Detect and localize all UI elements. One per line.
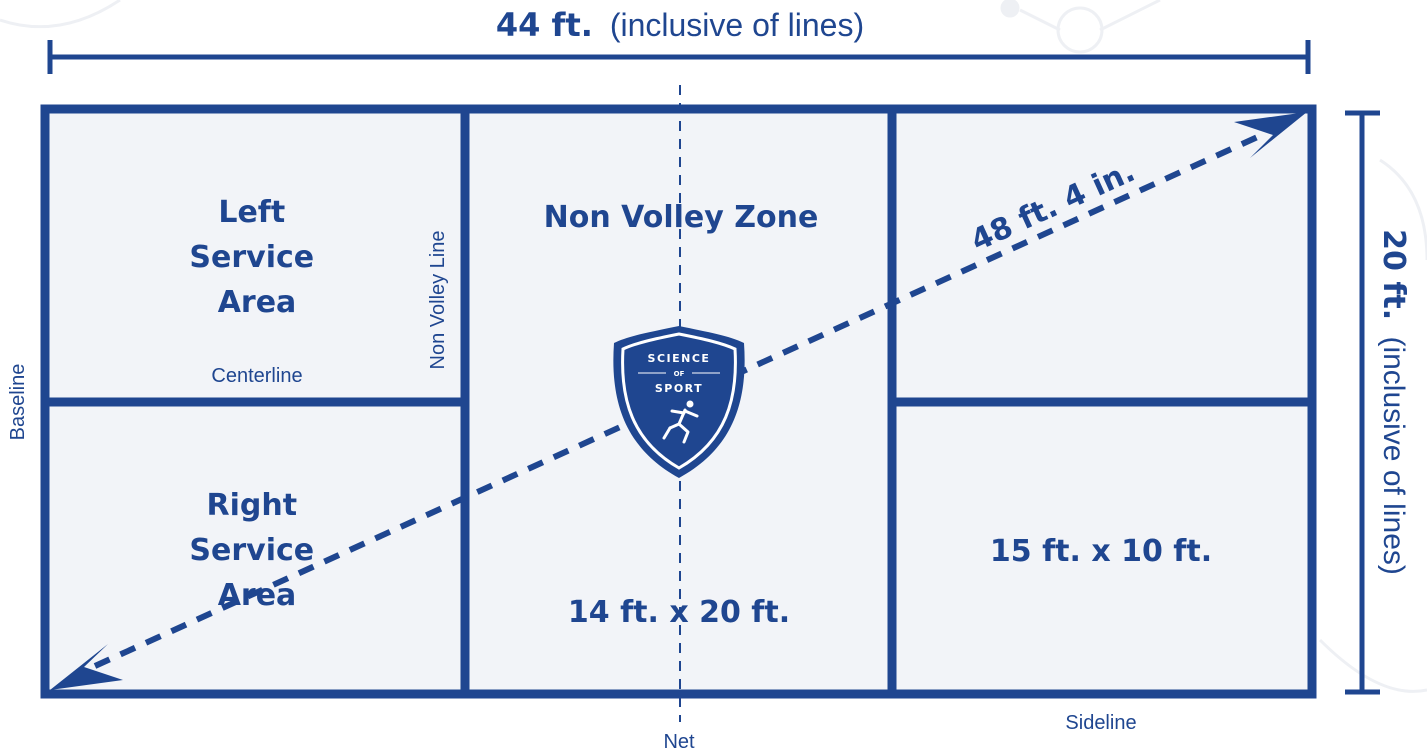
non-volley-line-label: Non Volley Line [427,231,449,370]
background-watermark [0,0,1427,693]
logo-text-science: SCIENCE [648,352,711,365]
science-of-sport-logo: SCIENCE OF SPORT [613,326,745,478]
width-note: (inclusive of lines) [610,7,864,43]
non-volley-zone-label: Non Volley Zone [544,200,819,235]
baseline-label: Baseline [7,364,29,441]
diagonal-arrow [50,112,1307,690]
logo-text-sport: SPORT [655,382,703,395]
running-man-icon [662,400,699,444]
width-value: 44 ft. [496,6,593,44]
height-dimension-bar [1345,110,1380,695]
logo-text-of: OF [674,370,685,378]
shield-inner-ring [621,332,737,470]
height-note: (inclusive of lines) [1377,336,1410,574]
right-service-area-label: Right Service Area [189,488,324,613]
height-label: 20 ft. (inclusive of lines) [1376,229,1411,575]
service-box-size: 15 ft. x 10 ft. [990,534,1212,569]
centerline-label: Centerline [211,365,302,387]
height-value: 20 ft. [1376,229,1411,320]
diagonal-arrowhead-top [1234,112,1307,158]
sideline-label: Sideline [1065,712,1136,734]
net-label: Net [663,731,695,753]
diagonal-arrowhead-bottom [50,644,123,690]
width-label: 44 ft. (inclusive of lines) [496,6,864,44]
left-service-area-label: Left Service Area [189,195,324,320]
non-volley-zone-size: 14 ft. x 20 ft. [568,595,790,630]
width-dimension-bar [47,40,1311,74]
